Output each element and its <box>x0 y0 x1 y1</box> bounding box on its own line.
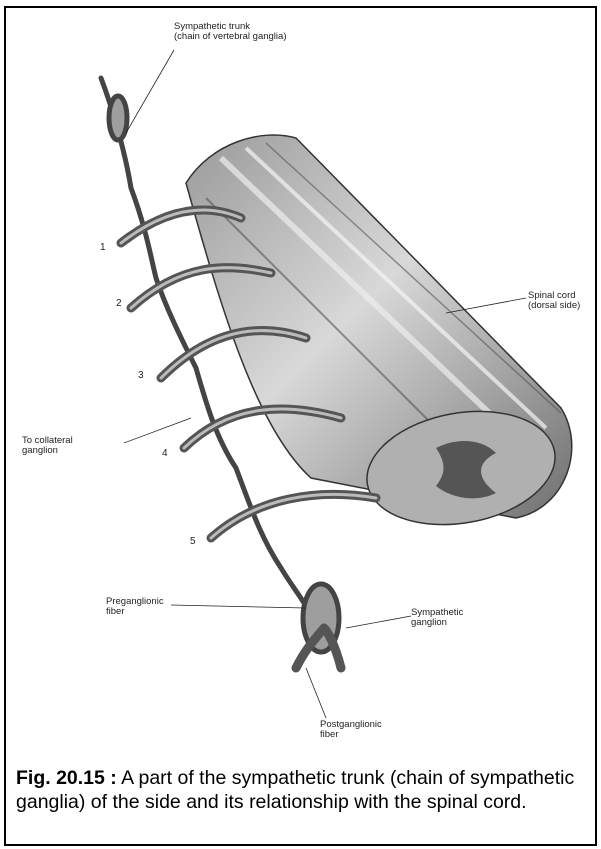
figure-frame: Sympathetic trunk (chain of vertebral ga… <box>4 6 597 846</box>
label-to-collateral-ganglion: To collateral ganglion <box>22 436 73 456</box>
nerve-number-4: 4 <box>162 448 168 459</box>
figure-caption: Fig. 20.15 : A part of the sympathetic t… <box>16 766 591 814</box>
spinal-cord <box>186 135 572 539</box>
label-sympathetic-ganglion: Sympathetic ganglion <box>411 608 463 628</box>
figure-number: Fig. 20.15 : <box>16 767 117 789</box>
label-preganglionic-fiber: Preganglionic fiber <box>106 597 164 617</box>
nerve-number-1: 1 <box>100 242 106 253</box>
spinal-cord-diagram <box>6 8 595 768</box>
label-spinal-cord: Spinal cord (dorsal side) <box>528 291 580 311</box>
nerve-number-3: 3 <box>138 370 144 381</box>
label-sympathetic-trunk: Sympathetic trunk (chain of vertebral ga… <box>174 22 286 42</box>
label-postganglionic-fiber: Postganglionic fiber <box>320 720 382 740</box>
nerve-number-2: 2 <box>116 298 122 309</box>
nerve-number-5: 5 <box>190 536 196 547</box>
